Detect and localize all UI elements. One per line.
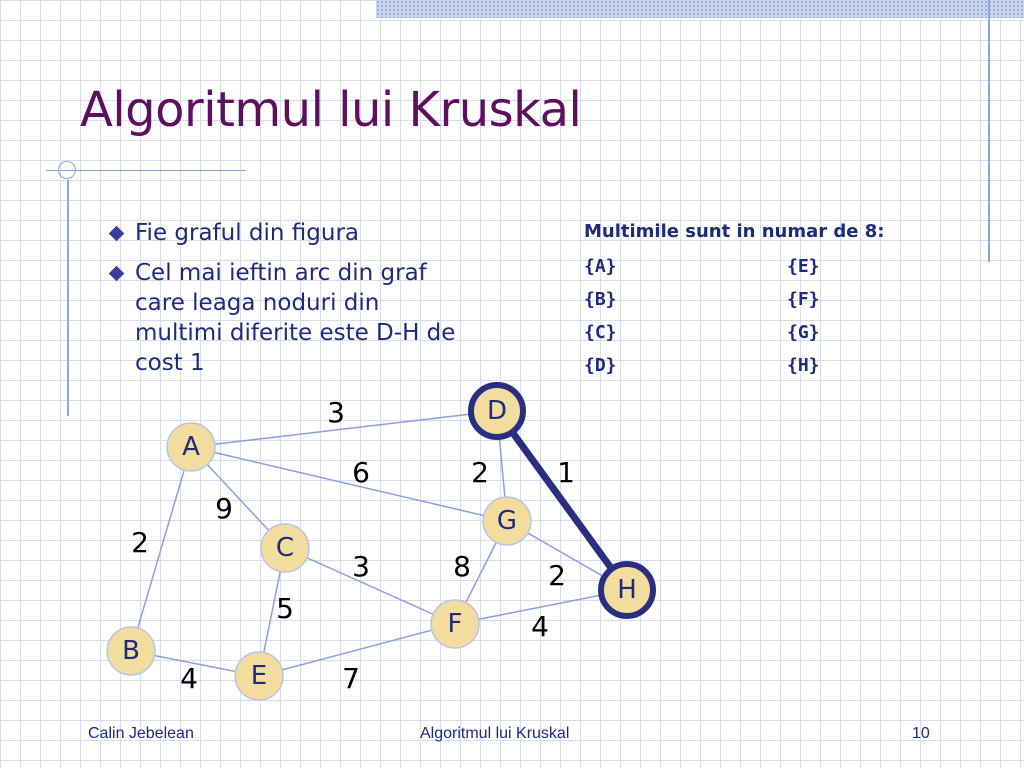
node-label: F — [448, 609, 463, 639]
sets-list: {A} {E} {B} {F} {C} {G} {D} {H} — [584, 253, 847, 380]
footer-topic: Algoritmul lui Kruskal — [420, 725, 570, 742]
edge-weight-label: 2 — [548, 559, 566, 592]
top-decor-band — [376, 0, 1024, 18]
slide-title: Algoritmul lui Kruskal — [80, 82, 582, 138]
edge-a-g — [190, 446, 508, 522]
node-label: A — [182, 432, 200, 462]
node-e — [234, 651, 284, 701]
edge-c-f — [284, 547, 456, 625]
right-decor-line — [988, 0, 990, 262]
set-item: {C} — [584, 322, 617, 343]
node-a — [166, 422, 216, 472]
set-item: {B} — [584, 289, 617, 310]
bullet-text: Cel mai ieftin arc din graf care leaga n… — [135, 260, 456, 376]
node-label: G — [497, 506, 517, 536]
footer-author: Calin Jebelean — [88, 725, 194, 742]
set-item: {E} — [787, 256, 820, 277]
node-label: D — [487, 396, 507, 426]
footer-page-number: 10 — [912, 725, 930, 742]
bullet-list: Fie graful din figura Cel mai ieftin arc… — [108, 218, 488, 388]
crosshair-decor-icon — [58, 161, 76, 179]
edge-weight-label: 7 — [342, 662, 360, 695]
node-d — [468, 382, 526, 440]
edge-a-b — [130, 446, 192, 652]
bullet-item: Fie graful din figura — [108, 218, 488, 248]
bullet-item: Cel mai ieftin arc din graf care leaga n… — [108, 258, 488, 378]
node-b — [106, 626, 156, 676]
bullet-text: Fie graful din figura — [135, 220, 360, 246]
edge-weight-label: 8 — [453, 550, 471, 583]
edge-weight-label: 1 — [557, 456, 575, 489]
edge-weight-label: 2 — [471, 456, 489, 489]
set-item: {A} — [584, 256, 617, 277]
edge-weight-label: 2 — [131, 526, 149, 559]
sets-header: Multimile sunt in numar de 8: — [584, 221, 885, 242]
edge-e-f — [258, 623, 456, 677]
node-label: C — [276, 533, 294, 563]
edge-weight-label: 3 — [327, 396, 345, 429]
edge-d-h — [493, 407, 631, 594]
set-item: {D} — [584, 355, 617, 376]
title-underline — [46, 170, 246, 171]
edge-a-d — [190, 410, 498, 448]
edge-weight-label: 6 — [352, 456, 370, 489]
set-item: {H} — [787, 355, 820, 376]
edge-f-h — [454, 589, 628, 625]
node-c — [260, 523, 310, 573]
edge-weight-label: 4 — [531, 610, 549, 643]
set-item: {G} — [787, 322, 820, 343]
left-decor-line — [67, 180, 69, 416]
edge-weight-label: 5 — [276, 592, 294, 625]
node-f — [430, 599, 480, 649]
node-label: H — [617, 575, 637, 605]
edge-weight-label: 9 — [215, 492, 233, 525]
node-g — [482, 496, 532, 546]
node-label: E — [251, 661, 267, 691]
nodes-layer: A B C D E F G H — [106, 382, 656, 701]
set-item: {F} — [787, 289, 820, 310]
edge-weight-label: 3 — [352, 550, 370, 583]
node-label: B — [122, 636, 140, 666]
node-h — [598, 561, 656, 619]
edge-weight-label: 4 — [180, 662, 198, 695]
